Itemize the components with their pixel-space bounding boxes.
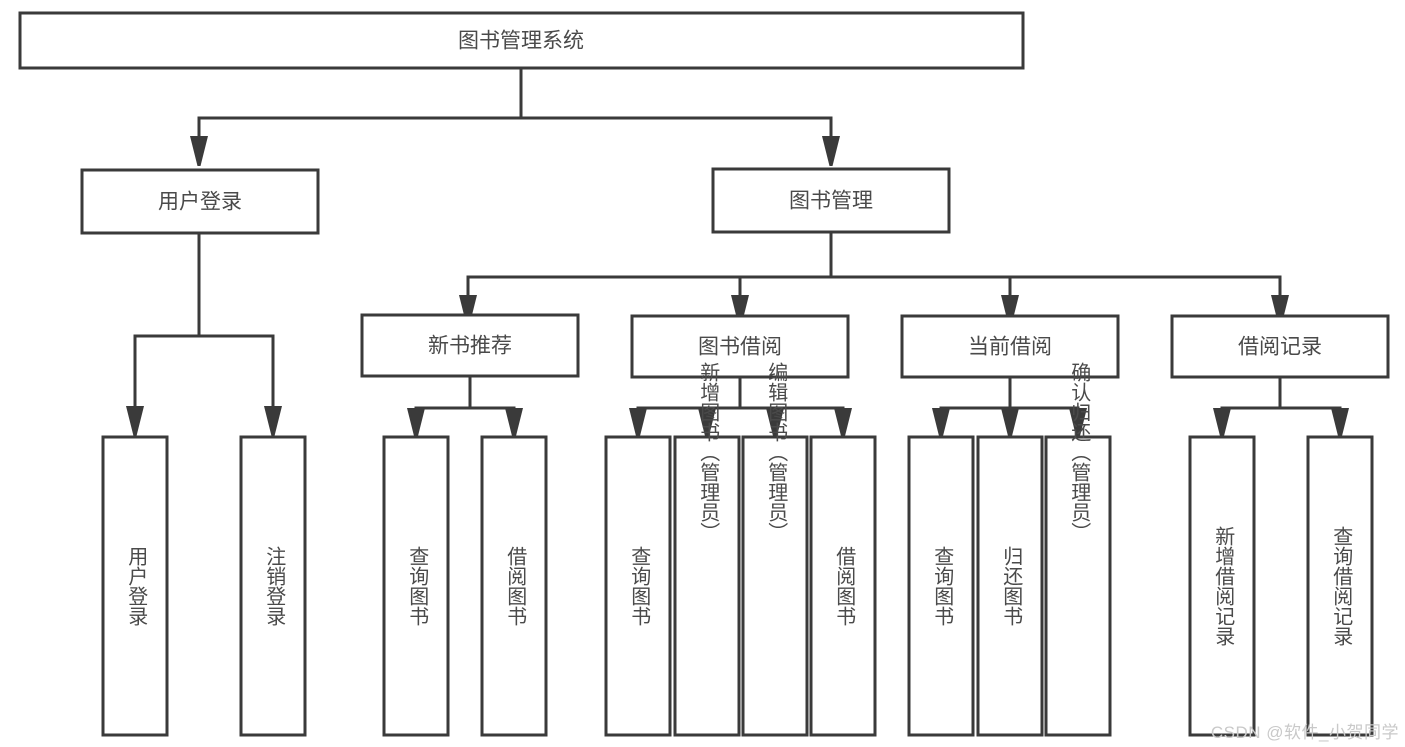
node-leaf-add-record[interactable]: 新增借阅记录 [1188,435,1256,737]
node-current-borrow-label: 当前借阅 [968,336,1052,359]
node-leaf-edit-book[interactable]: 编辑图书（管理员） [741,362,809,737]
node-book-borrow[interactable]: 图书借阅 [630,314,850,379]
node-root-label: 图书管理系统 [458,30,584,53]
node-leaf-borrow-book-2[interactable]: 借阅图书 [809,435,877,737]
node-new-book-recommend[interactable]: 新书推荐 [360,313,580,378]
node-book-management[interactable]: 图书管理 [711,167,951,234]
node-leaf-return-book-label: 归还图书 [1000,546,1023,626]
node-book-management-label: 图书管理 [789,190,873,213]
connector-borrowrecord-to-leaves [1213,375,1349,438]
node-user-login-label: 用户登录 [158,191,242,214]
connector-newbook-to-leaves [407,374,523,438]
node-new-book-recommend-label: 新书推荐 [428,335,512,358]
node-leaf-logout-login-label: 注销登录 [263,546,286,626]
connector-bookmgmt-to-level3 [459,230,1289,325]
watermark: CSDN @软件_小贺同学 [1210,723,1399,742]
node-root[interactable]: 图书管理系统 [18,11,1025,70]
node-leaf-borrow-book-1-label: 借阅图书 [504,546,527,626]
node-leaf-query-book-2[interactable]: 查询图书 [604,435,672,737]
connector-userlogin-to-leaves [126,231,282,436]
node-borrow-record[interactable]: 借阅记录 [1170,314,1390,379]
node-leaf-query-book-3[interactable]: 查询图书 [907,435,975,737]
node-leaf-user-login-label: 用户登录 [125,546,148,626]
connector-bookborrow-to-leaves [629,375,852,438]
node-leaf-edit-book-label: 编辑图书（管理员） [765,362,788,542]
node-leaf-add-book-label: 新增图书（管理员） [697,362,720,542]
node-borrow-record-label: 借阅记录 [1238,336,1322,359]
node-leaf-confirm-return-label: 确认归还（管理员） [1068,362,1091,542]
node-leaf-borrow-book-1[interactable]: 借阅图书 [480,435,548,737]
node-leaf-confirm-return[interactable]: 确认归还（管理员） [1044,362,1112,737]
node-leaf-query-book-2-label: 查询图书 [628,546,651,626]
node-leaf-add-record-label: 新增借阅记录 [1212,526,1235,646]
node-leaf-logout-login[interactable]: 注销登录 [239,435,307,737]
node-leaf-query-record[interactable]: 查询借阅记录 [1306,435,1374,737]
node-leaf-add-book[interactable]: 新增图书（管理员） [673,362,741,737]
node-leaf-query-record-label: 查询借阅记录 [1330,526,1353,646]
node-leaf-return-book[interactable]: 归还图书 [976,435,1044,737]
node-leaf-query-book-3-label: 查询图书 [931,546,954,626]
node-leaf-borrow-book-2-label: 借阅图书 [833,546,856,626]
connector-currentborrow-to-leaves [932,375,1087,438]
node-leaf-user-login[interactable]: 用户登录 [101,435,169,737]
connector-root-to-level2 [190,66,840,166]
node-current-borrow[interactable]: 当前借阅 [900,314,1120,379]
node-book-borrow-label: 图书借阅 [698,336,782,359]
node-user-login[interactable]: 用户登录 [80,168,320,235]
node-leaf-query-book-1-label: 查询图书 [406,546,429,626]
node-leaf-query-book-1[interactable]: 查询图书 [382,435,450,737]
